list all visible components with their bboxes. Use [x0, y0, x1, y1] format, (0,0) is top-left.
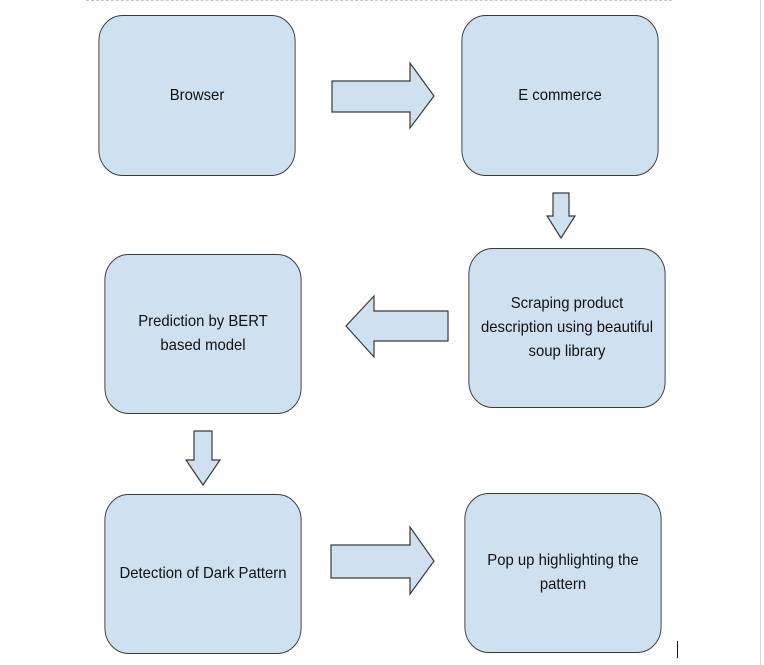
arrow-right-browser-to-ecommerce	[331, 61, 435, 130]
node-browser-label: Browser	[169, 86, 225, 104]
node-browser[interactable]: Browser	[98, 15, 296, 176]
arrow-down-prediction-to-detection	[184, 430, 222, 487]
page-right-edge	[760, 0, 761, 665]
node-popup-label: Pop up highlighting the pattern	[487, 552, 639, 593]
node-detection[interactable]: Detection of Dark Pattern	[104, 494, 302, 654]
node-prediction[interactable]: Prediction by BERT based model	[104, 254, 302, 414]
node-popup[interactable]: Pop up highlighting the pattern	[464, 493, 662, 653]
text-cursor	[677, 641, 678, 658]
arrow-right-detection-to-popup	[330, 525, 435, 596]
page-top-edge	[86, 0, 672, 4]
node-prediction-label: Prediction by BERT based model	[138, 313, 268, 354]
arrow-left-scraping-to-prediction	[345, 294, 449, 359]
node-scraping[interactable]: Scraping product description using beaut…	[468, 248, 666, 408]
node-scraping-label: Scraping product description using beaut…	[480, 295, 654, 360]
node-ecommerce[interactable]: E commerce	[461, 15, 659, 176]
node-ecommerce-label: E commerce	[518, 86, 602, 104]
node-detection-label: Detection of Dark Pattern	[119, 565, 287, 582]
arrow-down-ecommerce-to-scraping	[545, 192, 577, 240]
